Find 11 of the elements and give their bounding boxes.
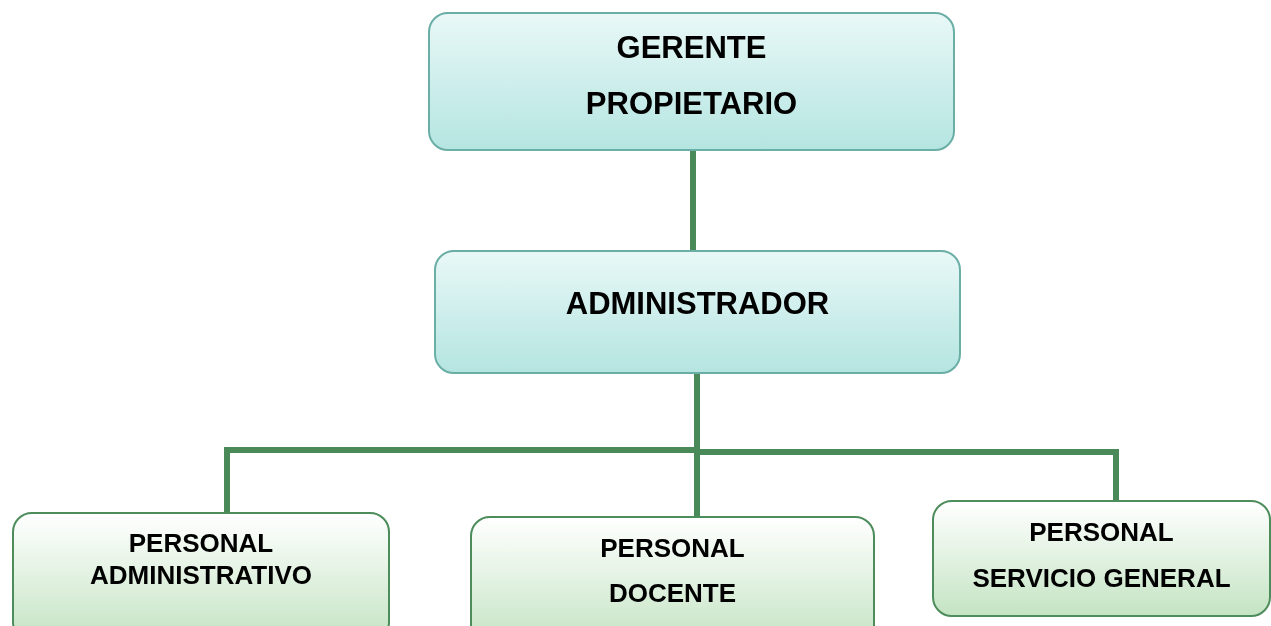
org-chart-box xyxy=(12,512,390,626)
position-title: ADMINISTRADOR xyxy=(564,285,831,323)
position-title: PERSONAL DOCENTE xyxy=(599,532,746,610)
position-title: PERSONAL ADMINISTRATIVO xyxy=(89,527,313,591)
org-chart-box xyxy=(434,250,961,374)
connector-line xyxy=(690,151,696,250)
position-title: GERENTE PROPIETARIO xyxy=(584,29,799,123)
position-title: PERSONAL SERVICIO GENERAL xyxy=(971,516,1232,595)
org-chart-box xyxy=(932,500,1271,617)
org-chart-box xyxy=(428,12,955,151)
org-chart-box xyxy=(470,516,875,626)
